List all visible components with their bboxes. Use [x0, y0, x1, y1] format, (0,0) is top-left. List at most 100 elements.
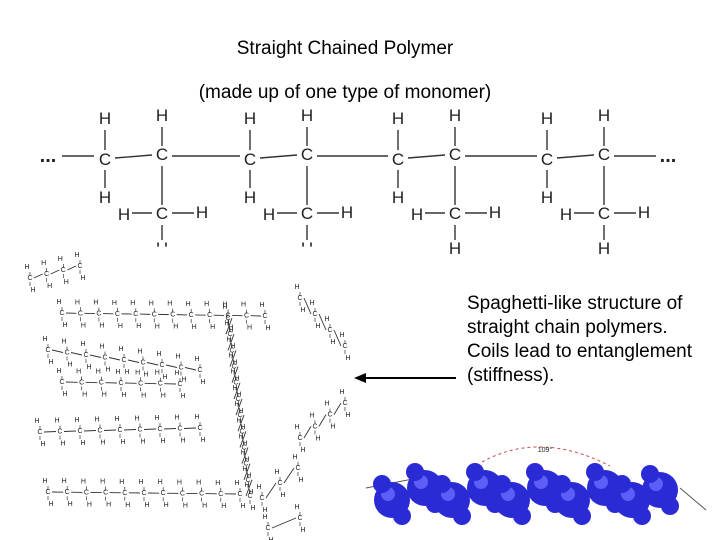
hydrogen-atom: H	[194, 356, 199, 363]
hydrogen-atom: H	[202, 503, 207, 510]
bond-line	[44, 432, 56, 433]
hydrogen-atom: H	[265, 325, 270, 332]
carbon-atom: C	[137, 427, 142, 434]
hydrogen-atom: H	[62, 478, 67, 485]
carbon-atom: C	[297, 435, 302, 442]
hydrogen-atom: H	[158, 479, 163, 486]
hydrogen-atom: H	[61, 339, 66, 346]
carbon-atom: C	[541, 150, 553, 169]
bond-line	[185, 368, 196, 371]
bond-line	[319, 415, 326, 427]
carbon-atom: C	[312, 311, 317, 318]
hydrogen-atom: H	[99, 323, 104, 330]
hydrogen-atom: H	[118, 346, 123, 353]
hydrogen-atom: H	[124, 369, 129, 376]
hydrogen-atom: H	[341, 203, 353, 222]
hydrogen-atom: H	[598, 106, 610, 125]
hydrogen-atom: H	[64, 279, 69, 286]
hydrogen-atom: H	[294, 504, 299, 511]
carbon-atom: C	[237, 491, 242, 498]
hydrogen-atom: H	[56, 299, 61, 306]
hydrogen-atom: H	[149, 300, 154, 307]
hydrogen-atom: H	[75, 299, 80, 306]
hydrogen-atom: H	[105, 367, 110, 374]
carbon-atom: C	[247, 493, 252, 500]
hydrogen-sphere	[466, 463, 484, 481]
bond-line	[680, 488, 706, 510]
bond-line	[34, 274, 43, 278]
hydrogen-atom: H	[156, 106, 168, 125]
pointer-arrow	[354, 373, 456, 383]
hydrogen-atom: H	[262, 507, 267, 514]
hydrogen-atom: H	[315, 323, 320, 330]
carbon-atom: C	[598, 145, 610, 164]
carbon-atom: C	[297, 515, 302, 522]
hydrogen-atom: H	[80, 341, 85, 348]
hydrogen-atom: H	[240, 503, 245, 510]
hydrogen-atom: H	[67, 362, 72, 369]
carbon-atom: C	[197, 367, 202, 374]
hydrogen-atom: H	[244, 109, 256, 128]
carbon-atom: C	[79, 379, 84, 386]
hydrogen-atom: H	[81, 322, 86, 329]
bond-line	[164, 429, 176, 430]
bond-line	[147, 363, 158, 366]
carbon-atom: C	[152, 311, 157, 318]
hydrogen-atom: H	[215, 480, 220, 487]
hydrogen-sphere	[633, 507, 651, 525]
bond-line	[115, 155, 152, 158]
hydrogen-sphere	[493, 475, 511, 493]
carbon-atom: C	[27, 275, 32, 282]
bond-line	[52, 350, 63, 353]
hydrogen-atom: H	[47, 283, 52, 290]
carbon-atom: C	[77, 428, 82, 435]
hydrogen-atom: H	[76, 368, 81, 375]
carbon-atom: C	[122, 490, 127, 497]
hydrogen-atom: H	[125, 502, 130, 509]
hydrogen-atom: H	[330, 339, 335, 346]
hydrogen-atom: H	[87, 501, 92, 508]
bond-line	[90, 355, 101, 358]
bond-line	[109, 358, 120, 361]
hydrogen-atom: H	[174, 415, 179, 422]
hydrogen-atom: H	[309, 300, 314, 307]
hydrogen-atom: H	[294, 284, 299, 291]
carbon-atom: C	[342, 400, 347, 407]
hydrogen-atom: H	[112, 300, 117, 307]
hydrogen-atom: H	[238, 433, 243, 440]
hydrogen-atom: H	[224, 320, 229, 327]
carbon-atom: C	[259, 495, 264, 502]
hydrogen-atom: H	[138, 479, 143, 486]
bond-line	[51, 270, 60, 274]
hydrogen-atom: H	[137, 349, 142, 356]
hydrogen-sphere	[661, 497, 679, 515]
bond-line	[104, 430, 116, 431]
hydrogen-atom: H	[143, 372, 148, 379]
hydrogen-atom: H	[315, 435, 320, 442]
hydrogen-atom: H	[598, 239, 610, 258]
bond-line	[184, 428, 196, 429]
bond-line	[334, 403, 341, 415]
carbon-atom: C	[117, 427, 122, 434]
structural-formula-chain: ......CHHCHCHHHCHHCHCHHHCHHCHCHHHCHHCHCH…	[40, 106, 677, 258]
tangled-chains-illustration: CHHCHHCHHCHHCHHCHHCHHCHHCHHCHHCHHCHHCHHC…	[24, 252, 350, 540]
hydrogen-atom: H	[115, 369, 120, 376]
hydrogen-atom: H	[30, 287, 35, 294]
bond-line	[284, 468, 294, 483]
carbon-atom: C	[156, 145, 168, 164]
ellipsis-right: ...	[660, 145, 677, 167]
hydrogen-atom: H	[256, 484, 261, 491]
bond-line	[124, 430, 136, 431]
carbon-atom: C	[342, 343, 347, 350]
hydrogen-atom: H	[161, 393, 166, 400]
hydrogen-atom: H	[339, 332, 344, 339]
hydrogen-atom: H	[42, 478, 47, 485]
bond-line	[272, 518, 296, 528]
hydrogen-atom: H	[250, 505, 255, 512]
carbon-atom: C	[392, 150, 404, 169]
carbon-atom: C	[159, 362, 164, 369]
hydrogen-atom: H	[200, 379, 205, 386]
hydrogen-atom: H	[301, 106, 313, 125]
hydrogen-atom: H	[40, 441, 45, 448]
hydrogen-atom: H	[160, 438, 165, 445]
